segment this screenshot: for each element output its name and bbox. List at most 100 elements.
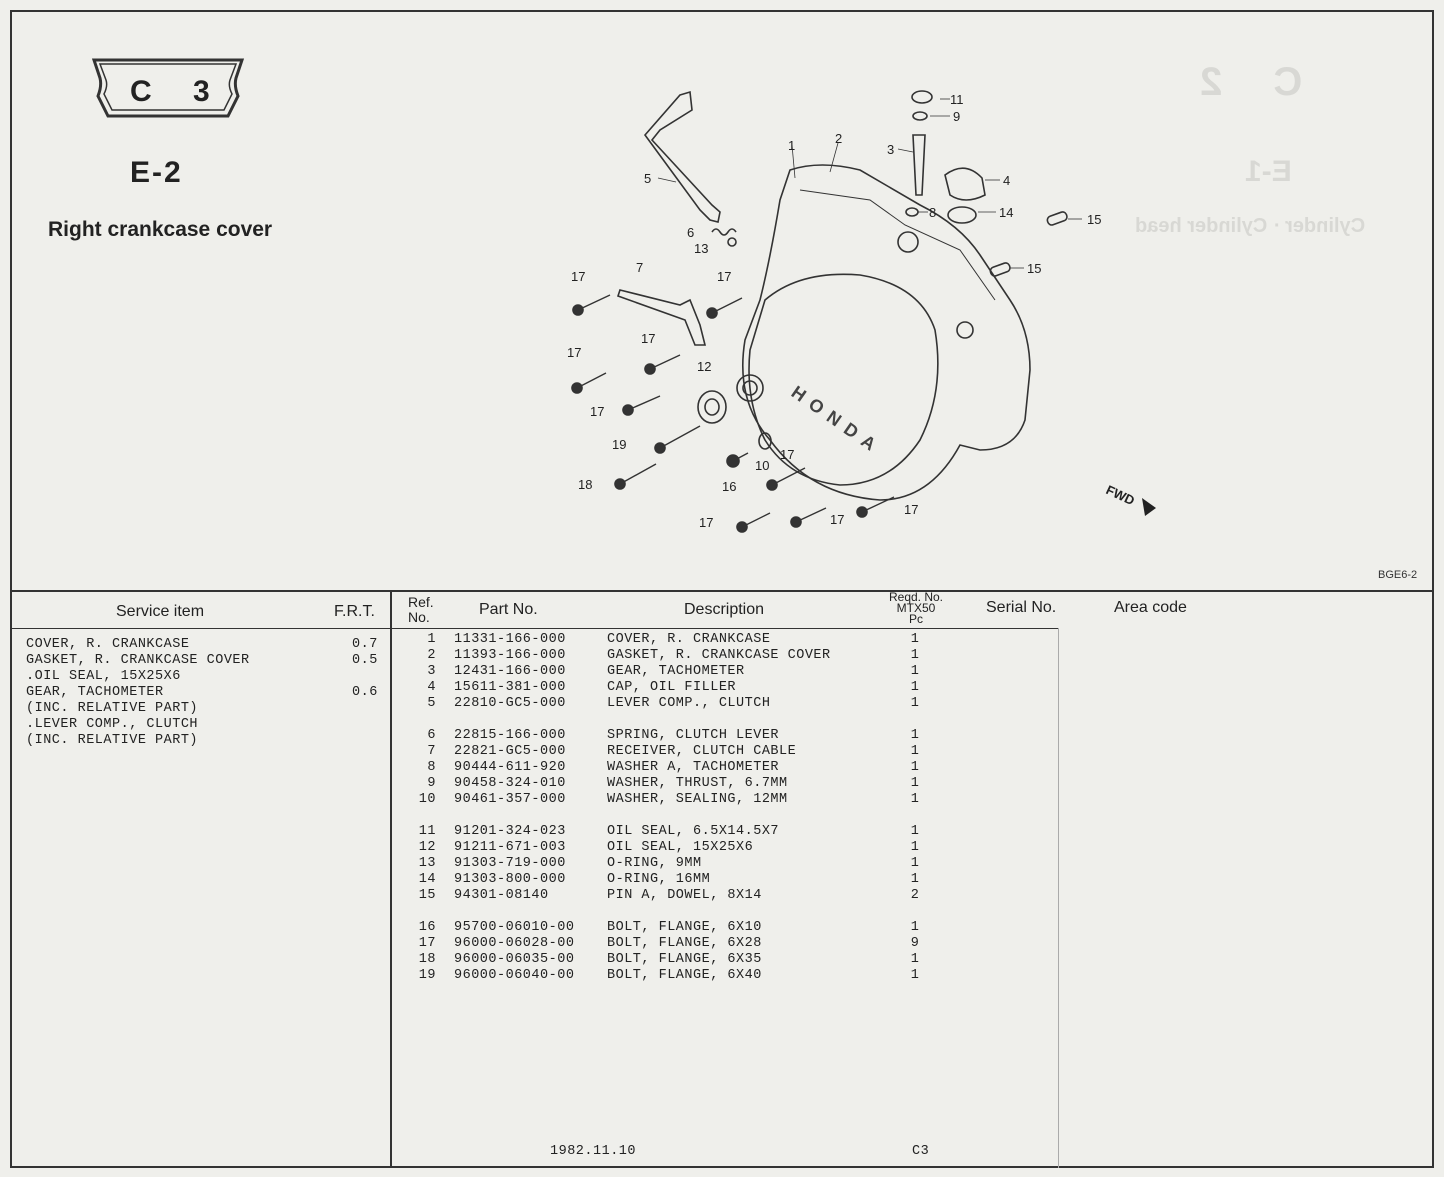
service-item-row: COVER, R. CRANKCASE: [26, 637, 189, 652]
part-quantity: 1: [910, 776, 920, 791]
footer-date: 1982.11.10: [550, 1144, 637, 1159]
service-item-text: (INC. RELATIVE PART): [26, 701, 199, 716]
footer-page-code: C3: [912, 1144, 930, 1159]
col-ref-no-line1: Ref.: [408, 594, 434, 610]
callout-5: 5: [644, 171, 651, 186]
part-quantity: 1: [910, 648, 920, 663]
col-reqd-line3: Pc: [908, 612, 923, 626]
callout-17-f: 17: [780, 447, 794, 462]
service-item-row: (INC. RELATIVE PART): [26, 701, 198, 716]
page-code-frame: C 3: [91, 58, 245, 118]
callout-1: 1: [788, 138, 795, 153]
service-item-text: .LEVER COMP., CLUTCH: [26, 717, 199, 732]
callout-14: 14: [999, 205, 1013, 220]
part-number: 22810-GC5-000: [454, 696, 566, 711]
part-ref-no: 13: [418, 856, 436, 871]
service-item-text: .OIL SEAL, 15X25X6: [26, 669, 181, 684]
oil-filler-cap-4: [944, 167, 986, 201]
part-quantity: 1: [910, 856, 920, 871]
service-item-frt: 0.5: [352, 653, 378, 668]
callout-19: 19: [612, 437, 626, 452]
callout-17-i: 17: [830, 512, 844, 527]
part-ref-no: 7: [427, 744, 436, 759]
part-description: BOLT, FLANGE, 6X10: [607, 920, 762, 935]
callout-11: 11: [950, 92, 964, 107]
callout-16: 16: [722, 479, 736, 494]
cable-receiver-7: [616, 289, 707, 346]
column-divider-main: [390, 590, 392, 1168]
callout-18: 18: [578, 477, 592, 492]
page-code-letter: C: [130, 75, 152, 108]
part-ref-no: 4: [427, 680, 436, 695]
part-ref-no: 12: [418, 840, 436, 855]
col-ref-no-line2: No.: [408, 609, 430, 625]
part-number: 91211-671-003: [454, 840, 566, 855]
exploded-parts-diagram: HONDA FWD 11 9 3 1 2 4 5 8 14 15 6 13 7 …: [567, 90, 1156, 533]
callout-17-d: 17: [567, 345, 581, 360]
part-quantity: 1: [910, 760, 920, 775]
section-code: E-2: [130, 156, 183, 189]
service-item-text: (INC. RELATIVE PART): [26, 733, 199, 748]
service-item-row: GEAR, TACHOMETER: [26, 685, 164, 700]
part-number: 94301-08140: [454, 888, 549, 903]
part-ref-no: 5: [427, 696, 436, 711]
part-description: O-RING, 9MM: [607, 856, 702, 871]
part-quantity: 1: [910, 632, 920, 647]
col-reqd: Reqd. No. MTX50 Pc: [876, 590, 956, 626]
drawing-code: BGE6-2: [1378, 569, 1418, 581]
callout-7: 7: [636, 260, 643, 275]
col-reqd-line1: Reqd. No.: [888, 590, 944, 604]
part-number: 12431-166-000: [454, 664, 566, 679]
part-ref-no: 3: [427, 664, 436, 679]
part-number: 95700-06010-00: [454, 920, 575, 935]
part-ref-no: 19: [418, 968, 436, 983]
part-ref-no: 8: [427, 760, 436, 775]
clutch-spring-6: [711, 228, 737, 236]
callout-17-h: 17: [699, 515, 713, 530]
part-number: 91303-800-000: [454, 872, 566, 887]
col-reqd-line2: MTX50: [896, 601, 936, 615]
part-quantity: 1: [910, 792, 920, 807]
part-description: BOLT, FLANGE, 6X28: [607, 936, 762, 951]
part-number: 91303-719-000: [454, 856, 566, 871]
part-ref-no: 2: [427, 648, 436, 663]
part-number: 22815-166-000: [454, 728, 566, 743]
part-description: WASHER A, TACHOMETER: [607, 760, 780, 775]
table-top-rule: [10, 590, 1434, 592]
part-quantity: 1: [910, 872, 920, 887]
callout-6: 6: [687, 225, 694, 240]
part-description: OIL SEAL, 15X25X6: [607, 840, 754, 855]
col-serial-no: Serial No.: [986, 599, 1057, 616]
callout-2: 2: [835, 131, 842, 146]
col-ref-no: Ref. No.: [408, 595, 434, 625]
part-description: LEVER COMP., CLUTCH: [607, 696, 771, 711]
fwd-arrow: FWD: [1104, 482, 1156, 516]
part-number: 90444-611-920: [454, 760, 566, 775]
service-item-frt: 0.7: [352, 637, 378, 652]
part-description: SPRING, CLUTCH LEVER: [607, 728, 780, 743]
service-item-row: (INC. RELATIVE PART): [26, 733, 198, 748]
part-description: GEAR, TACHOMETER: [607, 664, 745, 679]
part-description: O-RING, 16MM: [607, 872, 711, 887]
page-code-badge: C 3: [88, 56, 248, 127]
callout-15-b: 15: [1027, 261, 1041, 276]
col-frt: F.R.T.: [334, 603, 375, 620]
part-ref-no: 15: [418, 888, 436, 903]
part-quantity: 1: [910, 680, 920, 695]
callout-4: 4: [1003, 173, 1010, 188]
part-description: WASHER, SEALING, 12MM: [607, 792, 788, 807]
col-area-code: Area code: [1114, 599, 1187, 616]
part-quantity: 1: [910, 728, 920, 743]
callout-3: 3: [887, 142, 894, 157]
part-description: BOLT, FLANGE, 6X35: [607, 952, 762, 967]
callout-17-b: 17: [717, 269, 731, 284]
part-quantity: 2: [910, 888, 920, 903]
part-description: OIL SEAL, 6.5X14.5X7: [607, 824, 780, 839]
part-ref-no: 18: [418, 952, 436, 967]
part-ref-no: 11: [418, 824, 436, 839]
part-ref-no: 10: [418, 792, 436, 807]
part-quantity: 1: [910, 664, 920, 679]
callout-17-c: 17: [641, 331, 655, 346]
service-item-text: COVER, R. CRANKCASE: [26, 637, 190, 652]
part-description: GASKET, R. CRANKCASE COVER: [607, 648, 831, 663]
